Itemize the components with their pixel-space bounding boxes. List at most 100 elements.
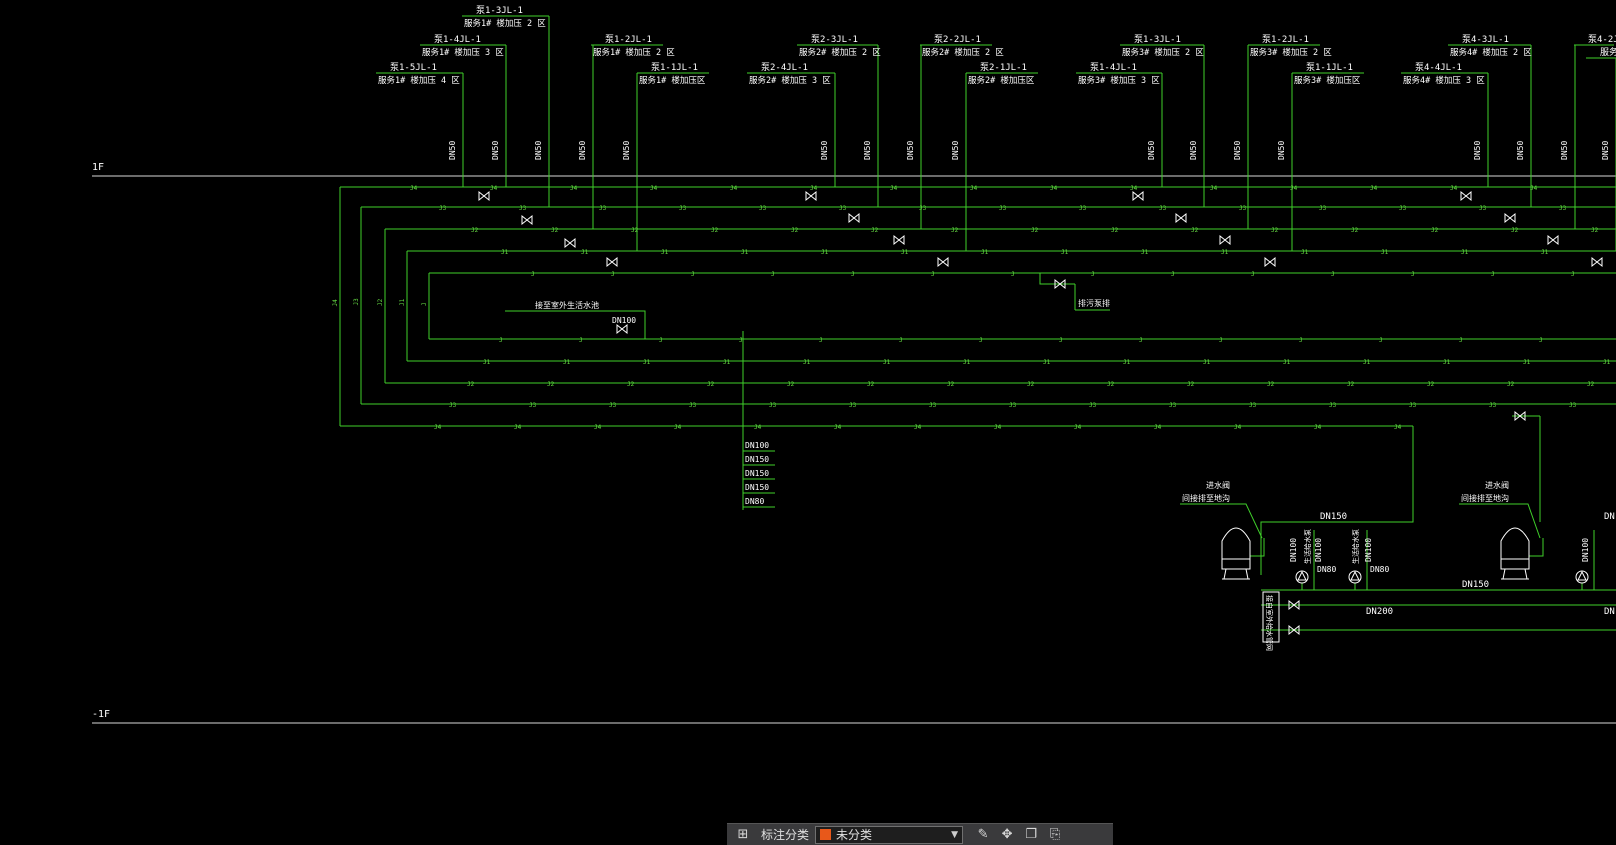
riser-size-r16: DN50 xyxy=(1560,141,1569,160)
pipe-code-tag: J4 xyxy=(1074,424,1082,431)
pipe-code-tag: J1 xyxy=(399,298,406,306)
riser-size-r17: DN50 xyxy=(1601,141,1610,160)
pipe-code-tag: J2 xyxy=(631,227,639,234)
gate-valve-icon xyxy=(521,214,533,226)
pipe-code-tag: J4 xyxy=(914,424,922,431)
pipe-code-tag: J2 xyxy=(951,227,959,234)
pipe-code-tag: J3 xyxy=(759,205,767,212)
pipe-code-tag: J4 xyxy=(810,185,818,192)
riser-label-r8-code: 泵2-2JL-1 xyxy=(934,34,981,45)
pipe-code-tag: J4 xyxy=(1314,424,1322,431)
collector-size-label: DN80 xyxy=(745,497,764,506)
pipe-code-tag: J2 xyxy=(1271,227,1279,234)
tank-label: 进水阀 xyxy=(1206,480,1230,490)
pump-icon xyxy=(1348,570,1362,584)
pipe-code-tag: J2 xyxy=(1111,227,1119,234)
pipe-code-tag: J4 xyxy=(594,424,602,431)
pipe-code-tag: J xyxy=(1571,271,1575,278)
riser-label-r14-code: 泵4-3JL-1 xyxy=(1462,34,1509,45)
riser-label-r7-code: 泵2-4JL-1 xyxy=(761,62,808,73)
inlet-meter-box xyxy=(1262,591,1280,643)
pipe-code-tag: J xyxy=(659,337,663,344)
pipe-code-tag: J3 xyxy=(519,205,527,212)
pipe-code-tag: J2 xyxy=(627,381,635,388)
pipe-code-tag: J2 xyxy=(871,227,879,234)
riser-label-r12-code: 泵1-2JL-1 xyxy=(1262,34,1309,45)
copy-icon[interactable]: ❐ xyxy=(1025,827,1037,842)
pipe-code-tag: J3 xyxy=(1559,205,1567,212)
pipe-code-tag: J1 xyxy=(581,249,589,256)
gate-valve-icon xyxy=(1264,256,1276,268)
pipe-code-tag: J2 xyxy=(707,381,715,388)
pipe-code-tag: J3 xyxy=(1399,205,1407,212)
pipe-code-tag: J1 xyxy=(963,359,971,366)
pipe-code-tag: J3 xyxy=(599,205,607,212)
riser-label-r2-code: 泵1-4JL-1 xyxy=(434,34,481,45)
gate-valve-icon xyxy=(1514,410,1526,422)
gate-valve-icon xyxy=(1547,234,1559,246)
collector-size-label: DN100 xyxy=(745,441,769,450)
pipe-code-tag: J3 xyxy=(679,205,687,212)
riser-label-r16-code: 泵4-2J xyxy=(1588,34,1616,45)
pipe-code-tag: J1 xyxy=(741,249,749,256)
pipe-code-tag: J3 xyxy=(919,205,927,212)
pump-rise-label: DN100 xyxy=(1314,538,1323,562)
pipe-code-tag: J1 xyxy=(1603,359,1611,366)
pipe-code-tag: J1 xyxy=(661,249,669,256)
move-icon[interactable]: ✥ xyxy=(1001,827,1013,842)
pipe-code-tag: J1 xyxy=(1283,359,1291,366)
pipe-code-tag: J4 xyxy=(1050,185,1058,192)
pipe-code-tag: J xyxy=(611,271,615,278)
pipe-code-tag: J1 xyxy=(803,359,811,366)
pipe-code-tag: J3 xyxy=(1409,402,1417,409)
riser-size-r6: DN50 xyxy=(863,141,872,160)
pump-rise-label: DN100 xyxy=(1364,538,1373,562)
tank-label: 间接排至地沟 xyxy=(1461,493,1509,503)
grid-icon[interactable]: ⊞ xyxy=(737,827,749,842)
pipe-code-tag: J3 xyxy=(1089,402,1097,409)
pipe-code-tag: J3 xyxy=(1239,205,1247,212)
pipe-code-tag: J2 xyxy=(867,381,875,388)
pipe-code-tag: J xyxy=(1331,271,1335,278)
pipe-code-tag: J4 xyxy=(1154,424,1162,431)
pump-discharge-main xyxy=(1260,426,1414,575)
pipe-code-tag: J3 xyxy=(1569,402,1577,409)
gate-valve-icon xyxy=(1132,190,1144,202)
pipe-code-tag: J1 xyxy=(1443,359,1451,366)
paste-icon[interactable]: ⎘ xyxy=(1049,827,1061,842)
tank-connection xyxy=(1529,538,1544,557)
pipe-code-tag: J xyxy=(1459,337,1463,344)
edit-icon[interactable]: ✎ xyxy=(977,827,989,842)
pipe-code-tag: J1 xyxy=(981,249,989,256)
riser-size-r8: DN50 xyxy=(906,141,915,160)
pipe-code-tag: J2 xyxy=(1591,227,1599,234)
pipe-code-tag: J xyxy=(1011,271,1015,278)
pipe-code-tag: J4 xyxy=(1394,424,1402,431)
pipe-code-tag: J3 xyxy=(609,402,617,409)
drain-branch xyxy=(1039,273,1075,285)
pump-size-label: DN80 xyxy=(1317,565,1336,574)
pipe-code-tag: J xyxy=(1171,271,1175,278)
pipe-code-tag: J3 xyxy=(439,205,447,212)
gate-valve-icon xyxy=(848,212,860,224)
pipe-code-tag: J2 xyxy=(1351,227,1359,234)
annotation-category-select[interactable]: 未分类 ▼ xyxy=(815,825,964,844)
suction-size: DN200 xyxy=(1366,607,1393,617)
riser-label-r13-code: 泵1-1JL-1 xyxy=(1306,62,1353,73)
floor-label-b1f: -1F xyxy=(92,709,110,720)
pipe-code-tag: J3 xyxy=(1479,205,1487,212)
pipe-code-tag: J2 xyxy=(1267,381,1275,388)
pipe-code-tag: J3 xyxy=(929,402,937,409)
gate-valve-icon xyxy=(1460,190,1472,202)
pipe-code-tag: J3 xyxy=(1329,402,1337,409)
riser-label-r1-code: 泵1-3JL-1 xyxy=(476,5,523,16)
tank-connection xyxy=(1250,538,1265,557)
pipe-code-tag: J3 xyxy=(529,402,537,409)
chevron-down-icon: ▼ xyxy=(951,829,959,840)
gate-valve-icon xyxy=(893,234,905,246)
gate-valve-icon xyxy=(1591,256,1603,268)
gate-valve-icon xyxy=(1288,624,1300,636)
pipe-code-tag: J1 xyxy=(1061,249,1069,256)
pipe-code-tag: J4 xyxy=(1234,424,1242,431)
